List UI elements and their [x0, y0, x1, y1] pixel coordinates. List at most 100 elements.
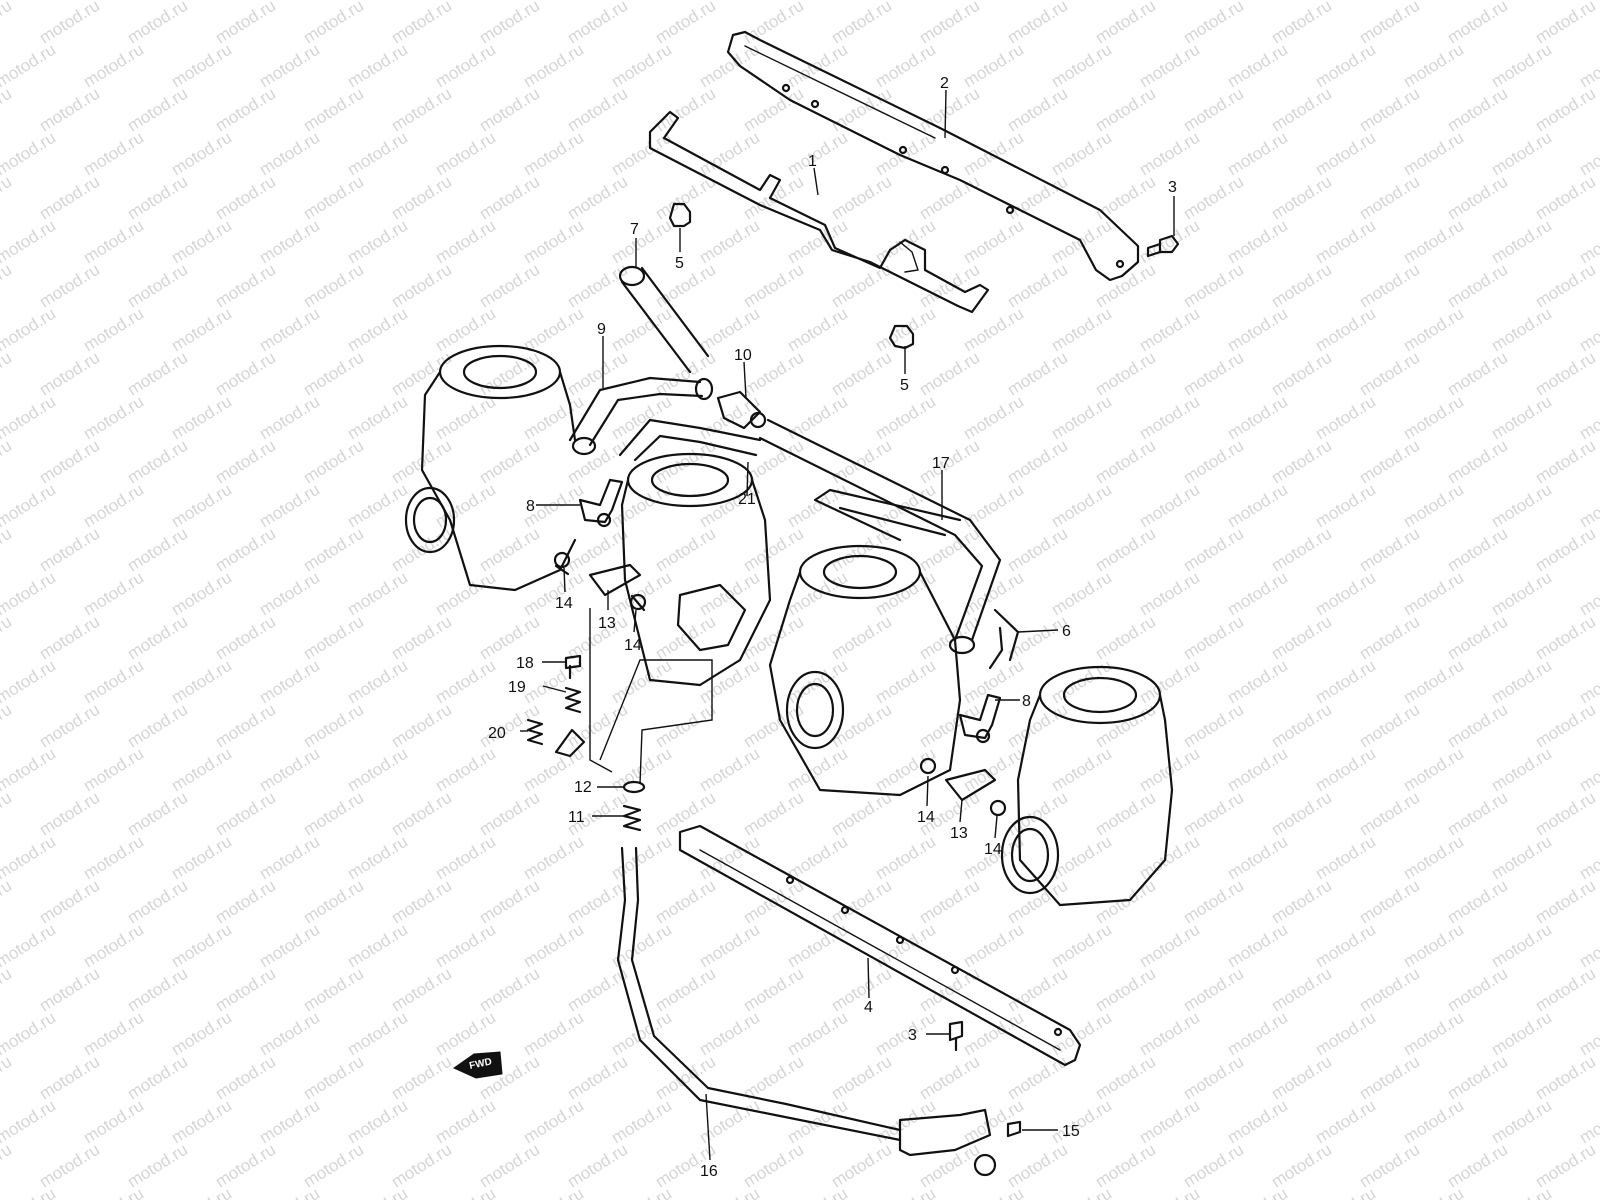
watermark-text: motod.ru: [1180, 84, 1247, 136]
watermark-text: motod.ru: [1400, 832, 1467, 884]
cable-16: [616, 846, 997, 1177]
watermark-text: motod.ru: [1048, 744, 1115, 796]
joint-10: [716, 390, 767, 430]
watermark-text: motod.ru: [916, 172, 983, 224]
watermark-text: motod.ru: [520, 40, 587, 92]
watermark-text: motod.ru: [80, 304, 147, 356]
watermark-text: motod.ru: [1268, 84, 1335, 136]
watermark-text: motod.ru: [520, 1096, 587, 1148]
watermark-text: motod.ru: [1356, 524, 1423, 576]
watermark-text: motod.ru: [124, 788, 191, 840]
watermark-text: motod.ru: [344, 480, 411, 532]
watermark-text: motod.ru: [124, 876, 191, 928]
watermark-text: motod.ru: [300, 1052, 367, 1104]
watermark-text: motod.ru: [696, 1184, 763, 1200]
watermark-text: motod.ru: [1180, 524, 1247, 576]
watermark-text: motod.ru: [212, 700, 279, 752]
watermark-text: motod.ru: [1048, 128, 1115, 180]
spring-11: [622, 804, 642, 832]
watermark-text: motod.ru: [1312, 656, 1379, 708]
hose-9: [568, 376, 714, 456]
fitting-13-right: [944, 768, 997, 802]
watermark-text: motod.ru: [476, 524, 543, 576]
watermark-text: motod.ru: [256, 392, 323, 444]
watermark-text: motod.ru: [300, 172, 367, 224]
watermark-text: motod.ru: [168, 1184, 235, 1200]
watermark-text: motod.ru: [1004, 172, 1071, 224]
watermark-text: motod.ru: [388, 876, 455, 928]
watermark-text: motod.ru: [1312, 304, 1379, 356]
watermark-text: motod.ru: [1488, 568, 1555, 620]
watermark-text: motod.ru: [916, 0, 983, 47]
watermark-text: motod.ru: [476, 0, 543, 47]
watermark-text: motod.ru: [80, 1008, 147, 1060]
watermark-text: motod.ru: [388, 348, 455, 400]
watermark-text: motod.ru: [0, 788, 15, 840]
watermark-text: motod.ru: [652, 612, 719, 664]
watermark-text: motod.ru: [1400, 744, 1467, 796]
watermark-text: motod.ru: [652, 524, 719, 576]
watermark-text: motod.ru: [652, 876, 719, 928]
tube-21: [618, 418, 762, 462]
callout-6: 6: [1062, 623, 1071, 640]
watermark-text: motod.ru: [960, 128, 1027, 180]
watermark-text: motod.ru: [1004, 348, 1071, 400]
watermark-text: motod.ru: [1180, 876, 1247, 928]
watermark-text: motod.ru: [256, 656, 323, 708]
watermark-text: motod.ru: [1444, 700, 1511, 752]
watermark-text: motod.ru: [1356, 612, 1423, 664]
callout-5-lower: 5: [900, 377, 909, 394]
fitting-14-left-a: [553, 551, 571, 576]
watermark-text: motod.ru: [696, 744, 763, 796]
callout-9: 9: [597, 321, 606, 338]
watermark-text: motod.ru: [80, 1096, 147, 1148]
watermark-text: motod.ru: [432, 304, 499, 356]
watermark-text: motod.ru: [300, 524, 367, 576]
callout-15: 15: [1062, 1123, 1080, 1140]
lower-bracket-plate: [678, 824, 1082, 1067]
watermark-text: motod.ru: [36, 84, 103, 136]
watermark-text: motod.ru: [1400, 656, 1467, 708]
watermark-text: motod.ru: [960, 1184, 1027, 1200]
watermark-text: motod.ru: [960, 480, 1027, 532]
watermark-text: motod.ru: [212, 436, 279, 488]
watermark-text: motod.ru: [1180, 1140, 1247, 1192]
watermark-text: motod.ru: [1004, 0, 1071, 47]
watermark-text: motod.ru: [300, 84, 367, 136]
watermark-text: motod.ru: [564, 172, 631, 224]
watermark-text: motod.ru: [740, 84, 807, 136]
watermark-text: motod.ru: [80, 920, 147, 972]
watermark-text: motod.ru: [564, 876, 631, 928]
watermark-text: motod.ru: [36, 700, 103, 752]
watermark-text: motod.ru: [916, 1052, 983, 1104]
watermark-text: motod.ru: [344, 1184, 411, 1200]
watermark-text: motod.ru: [1268, 964, 1335, 1016]
watermark-text: motod.ru: [124, 172, 191, 224]
watermark-text: motod.ru: [212, 964, 279, 1016]
watermark-text: motod.ru: [36, 876, 103, 928]
watermark-text: motod.ru: [1136, 128, 1203, 180]
watermark-text: motod.ru: [828, 172, 895, 224]
watermark-text: motod.ru: [1092, 172, 1159, 224]
watermark-text: motod.ru: [564, 1140, 631, 1192]
callout-16: 16: [700, 1163, 718, 1180]
watermark-text: motod.ru: [0, 964, 15, 1016]
watermark-text: motod.ru: [564, 348, 631, 400]
watermark-text: motod.ru: [1488, 1184, 1555, 1200]
watermark-text: motod.ru: [1268, 172, 1335, 224]
watermark-text: motod.ru: [432, 920, 499, 972]
watermark-text: motod.ru: [828, 436, 895, 488]
watermark-text: motod.ru: [476, 84, 543, 136]
watermark-text: motod.ru: [1312, 392, 1379, 444]
watermark-text: motod.ru: [432, 656, 499, 708]
watermark-text: motod.ru: [80, 392, 147, 444]
watermark-text: motod.ru: [564, 84, 631, 136]
watermark-text: motod.ru: [344, 128, 411, 180]
watermark-text: motod.ru: [212, 1052, 279, 1104]
watermark-text: motod.ru: [300, 1140, 367, 1192]
bracket-line-13-20: [589, 608, 713, 785]
watermark-text: motod.ru: [212, 84, 279, 136]
watermark-text: motod.ru: [1532, 436, 1599, 488]
watermark-text: motod.ru: [36, 1052, 103, 1104]
